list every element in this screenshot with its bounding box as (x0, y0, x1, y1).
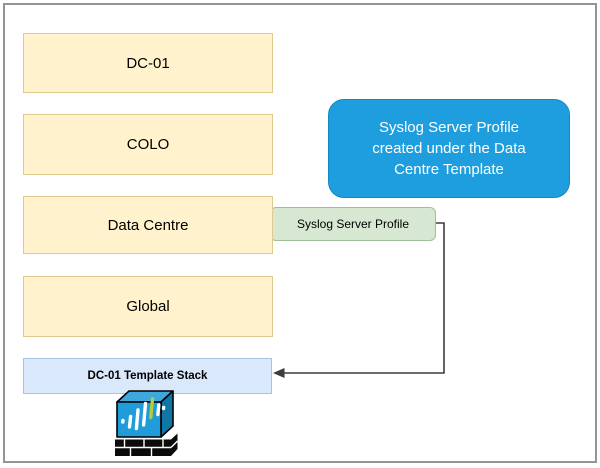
firewall-brick-base (115, 433, 178, 456)
hierarchy-box-dc-01: DC-01 (23, 33, 273, 93)
firewall-accent-bar (149, 397, 155, 420)
syslog-server-profile-box: Syslog Server Profile (270, 207, 436, 241)
palo-alto-firewall-icon (115, 390, 178, 456)
hierarchy-box-label: COLO (126, 136, 170, 153)
template-stack-label: DC-01 Template Stack (87, 370, 208, 382)
hierarchy-box-global: Global (23, 276, 273, 337)
callout-text: Syslog Server Profile created under the … (372, 119, 526, 178)
syslog-server-profile-label: Syslog Server Profile (296, 217, 410, 231)
callout-bubble: Syslog Server Profile created under the … (328, 99, 570, 198)
hierarchy-box-label: DC-01 (126, 54, 170, 72)
hierarchy-box-label: Data Centre (107, 216, 189, 234)
hierarchy-box-colo: COLO (23, 114, 273, 175)
hierarchy-box-data-centre: Data Centre (23, 196, 273, 254)
hierarchy-box-label: Global (126, 298, 170, 315)
firewall-wave-bars (121, 397, 166, 431)
